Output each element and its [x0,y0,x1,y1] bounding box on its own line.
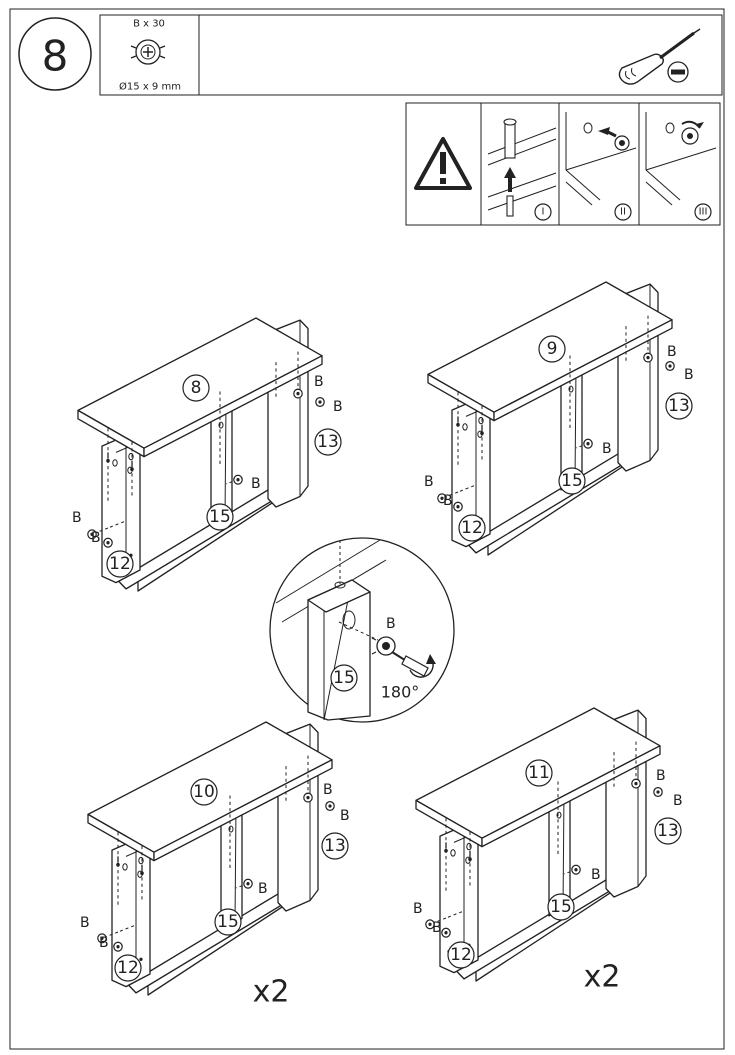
warning-box: I II III [405,102,721,226]
top-panel-label: 10 [193,782,215,802]
divider-label: 15 [561,471,583,491]
fitting-label: B [333,399,343,415]
warning-step-label: III [699,207,708,218]
assembly-1: 8 13 15 12 B B B B B [72,318,343,591]
assembly-2: 9 13 15 12 B B B B B [424,282,694,555]
warning-panel-1: I [487,118,557,221]
fitting-label: B [424,474,434,490]
fitting-label: B [80,915,90,931]
step-number: 8 [42,32,69,81]
fitting-label: B [99,935,109,951]
left-side-label: 12 [117,958,139,978]
warning-step-label: II [620,207,626,218]
quantity-multiplier: x2 [253,975,290,1010]
detail-magnifier: B 180° 15 [269,537,455,723]
rotate-arrow-icon [409,654,436,678]
fitting-label: B [667,344,677,360]
detail-part-label: 15 [333,668,355,688]
warning-panel-2: II [565,112,637,221]
fitting-label: B [413,901,423,917]
fitting-label: B [684,367,694,383]
fitting-label: B [340,808,350,824]
fitting-label: B [591,867,601,883]
divider-label: 15 [217,912,239,932]
rotation-label: 180° [381,683,420,702]
cam-lock-fitting-icon [371,636,396,656]
warning-step-label: I [542,207,545,218]
left-side-label: 12 [450,945,472,965]
assembly-4: 11 13 15 12 B B B B B x2 [413,708,683,995]
warning-triangle-icon [414,137,472,190]
right-side-label: 13 [324,836,346,856]
fitting-label: B [314,374,324,390]
fitting-label: B [72,510,82,526]
fitting-label: B [673,793,683,809]
detail-fitting-label: B [386,616,396,632]
quantity-multiplier: x2 [584,960,621,995]
warning-panel-3: III [645,112,717,221]
assembly-3: 10 13 15 12 B B B B B x2 [80,722,350,1010]
fitting-label: B [656,768,666,784]
flat-slot-icon [667,61,689,83]
fitting-label: B [91,530,101,546]
right-side-label: 13 [668,396,690,416]
top-panel-label: 11 [528,763,550,783]
hardware-size: Ø15 x 9 mm [119,81,181,93]
top-panel-label: 8 [191,378,202,398]
step-number-badge: 8 [18,17,92,91]
fitting-label: B [432,920,442,936]
fitting-label: B [323,782,333,798]
cam-lock-fitting-icon [130,39,166,65]
hardware-header: B x 30 Ø15 x 9 mm [99,14,723,96]
hardware-quantity: B x 30 [133,19,165,30]
flathead-screwdriver-icon [618,28,701,85]
right-side-label: 13 [657,821,679,841]
fitting-label: B [602,441,612,457]
divider-label: 15 [209,507,231,527]
fitting-label: B [258,881,268,897]
fitting-label: B [251,476,261,492]
top-panel-label: 9 [547,339,558,359]
right-side-label: 13 [317,432,339,452]
page-frame [9,8,725,1050]
left-side-label: 12 [461,518,483,538]
fitting-label: B [443,493,453,509]
divider-label: 15 [550,897,572,917]
left-side-label: 12 [109,554,131,574]
